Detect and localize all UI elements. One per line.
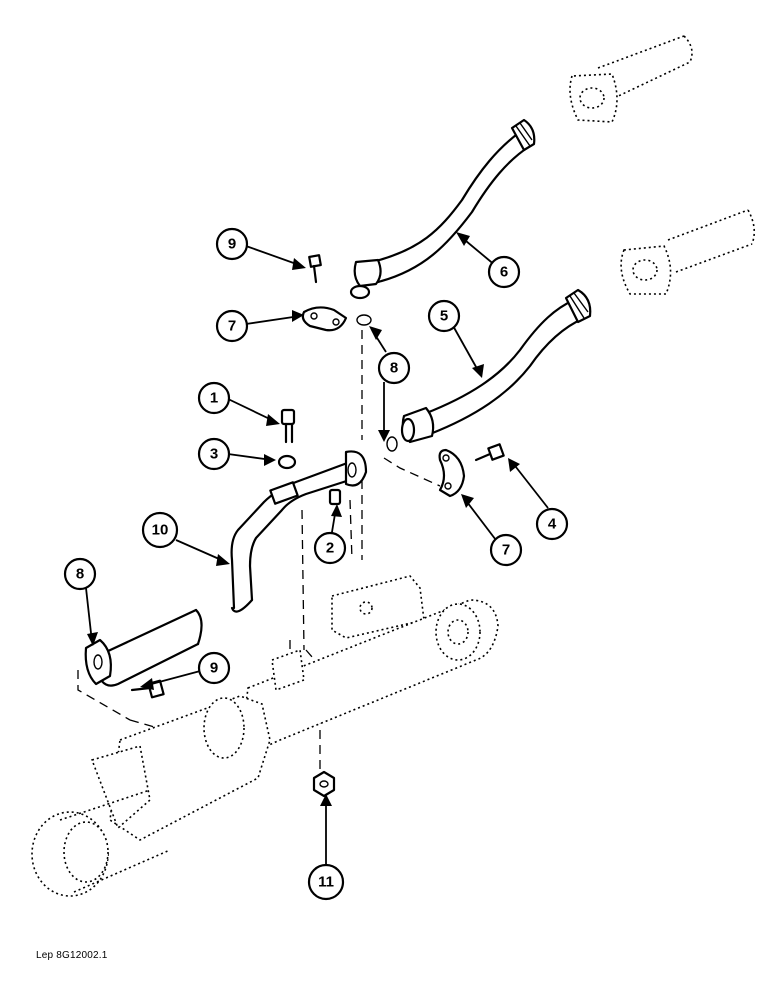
washer-3 <box>277 454 297 470</box>
callout-6: 6 <box>487 255 521 289</box>
bolt-1 <box>280 408 296 444</box>
callout-label: 9 <box>228 236 236 253</box>
callout-8-upper: 8 <box>377 351 411 385</box>
callout-5: 5 <box>427 299 461 333</box>
callout-label: 1 <box>210 390 218 407</box>
callout-11: 11 <box>307 863 345 901</box>
callout-2: 2 <box>313 531 347 565</box>
tube-10 <box>84 450 368 687</box>
o-ring-upper <box>356 314 372 326</box>
ghost-pipe-upper <box>569 35 693 123</box>
hydraulic-cylinder-ghost <box>31 575 499 897</box>
callout-3: 3 <box>197 437 231 471</box>
callout-label: 3 <box>210 446 218 463</box>
callout-10: 10 <box>141 511 179 549</box>
callout-1: 1 <box>197 381 231 415</box>
o-ring-middle <box>386 436 398 452</box>
callout-label: 4 <box>548 516 557 533</box>
callout-label: 2 <box>326 540 334 557</box>
fitting-2 <box>328 488 342 506</box>
nut-11 <box>312 770 336 798</box>
callout-label: 6 <box>500 264 508 281</box>
callout-9-upper: 9 <box>215 227 249 261</box>
callout-9-lower: 9 <box>197 651 231 685</box>
hose-6 <box>349 118 536 300</box>
callout-label: 5 <box>440 308 448 325</box>
callout-label: 9 <box>210 660 218 677</box>
callout-label: 10 <box>152 522 169 539</box>
callout-label: 11 <box>318 874 334 891</box>
reference-code: Lep 8G12002.1 <box>36 950 108 961</box>
bolt-9-upper <box>308 254 322 284</box>
callout-label: 7 <box>228 318 236 335</box>
callout-label: 8 <box>390 360 398 377</box>
callout-4: 4 <box>535 507 569 541</box>
bolt-4 <box>474 443 505 462</box>
callout-8-lower: 8 <box>63 557 97 591</box>
clamp-half-upper <box>301 306 348 332</box>
arrowheads <box>87 232 520 806</box>
callout-7-lower: 7 <box>489 533 523 567</box>
callout-label: 7 <box>502 542 510 559</box>
callout-label: 8 <box>76 566 84 583</box>
ghost-pipe-lower <box>620 209 756 295</box>
callout-7-upper: 7 <box>215 309 249 343</box>
hose-5 <box>400 288 592 444</box>
